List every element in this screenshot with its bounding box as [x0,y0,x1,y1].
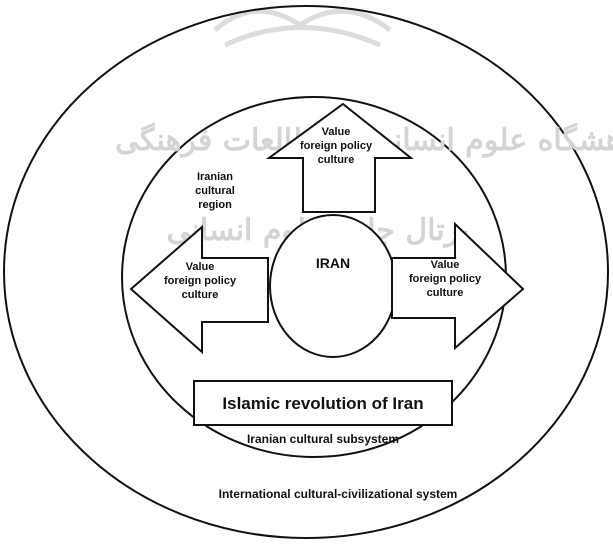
watermark-logo [213,8,392,48]
revolution-box [193,380,453,426]
region-label: Iranian cultural region [195,171,235,211]
arrow-left-line-2: foreign policy [164,275,237,287]
arrow-up-line-3: culture [318,154,355,166]
arrow-left [129,224,269,355]
international-system-label: International cultural-civilizational sy… [219,487,458,501]
arrow-right-line-3: culture [427,287,464,299]
iran-label: IRAN [316,255,350,271]
arrow-right-line-2: foreign policy [409,273,482,285]
region-line-3: region [198,199,232,211]
international-system-ellipse [3,5,609,539]
revolution-label: Islamic revolution of Iran [222,394,423,413]
arrow-up [265,102,414,213]
arrow-right [391,221,525,351]
arrow-right-text: Value foreign policy culture [409,259,482,299]
arrow-left-line-3: culture [182,289,219,301]
arrow-right-line-1: Value [431,259,460,271]
arrow-up-line-1: Value [322,126,351,138]
arrow-left-text: Value foreign policy culture [164,261,237,301]
region-line-1: Iranian [197,171,233,183]
arrow-left-line-1: Value [186,261,215,273]
arrow-up-line-2: foreign policy [300,140,373,152]
region-line-2: cultural [195,185,235,197]
subsystem-label: Iranian cultural subsystem [247,432,399,446]
arrow-up-text: Value foreign policy culture [300,126,373,166]
iran-ellipse [269,214,397,358]
